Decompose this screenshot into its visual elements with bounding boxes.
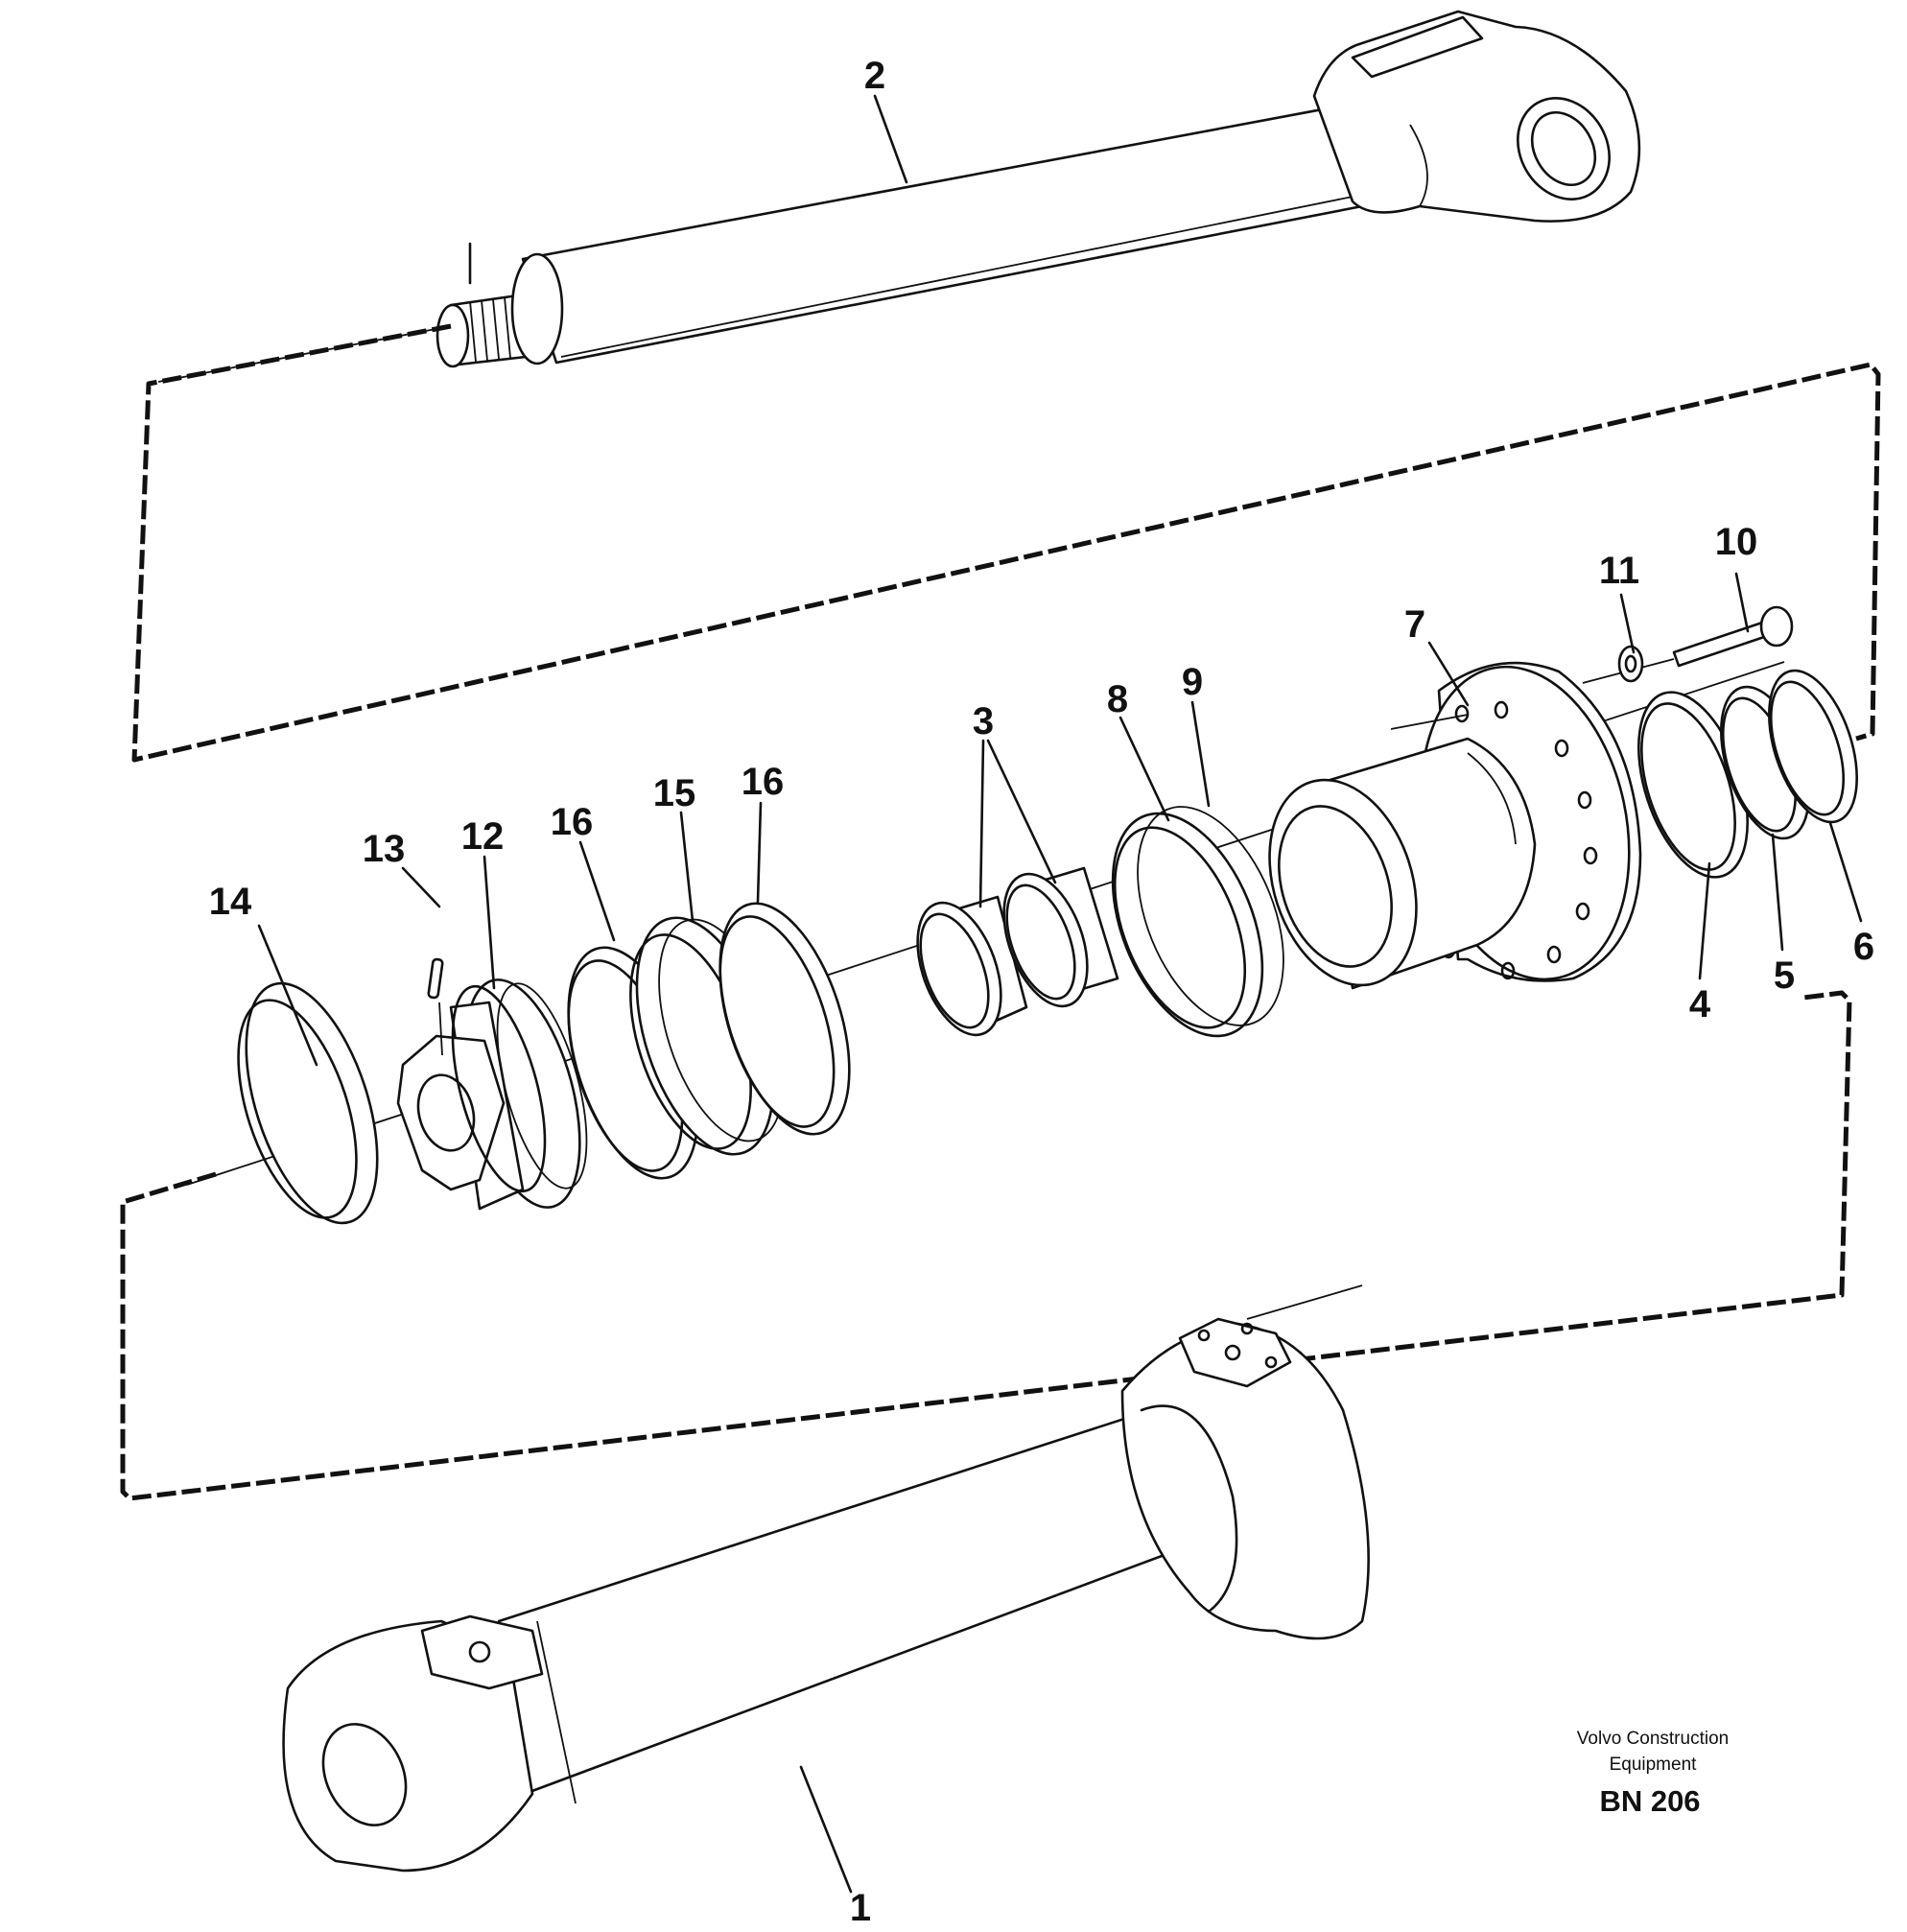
callout-8: 8	[1107, 678, 1128, 720]
cylinder-head-part-7	[1268, 661, 1642, 990]
screw-part-10	[1582, 605, 1794, 684]
callout-12: 12	[461, 815, 505, 858]
callout-16-right: 16	[742, 761, 785, 803]
callout-3: 3	[973, 700, 994, 742]
callout-2: 2	[864, 55, 885, 97]
callout-13: 13	[363, 828, 406, 870]
lower-dashed-connector	[120, 990, 1852, 1501]
footer-company-line: Volvo Construction	[1577, 1729, 1729, 1749]
piston-rod-part-2	[157, 10, 1641, 383]
callout-5: 5	[1774, 954, 1795, 997]
callout-10: 10	[1715, 521, 1758, 563]
callout-15: 15	[653, 772, 696, 814]
callout-leaders	[257, 94, 1863, 1894]
pin-part-13	[427, 957, 444, 1056]
callout-11: 11	[1599, 550, 1639, 592]
seal-ring-part-8	[1111, 812, 1264, 1038]
footer-company-line-2: Equipment	[1610, 1755, 1698, 1775]
upper-dashed-connector	[131, 323, 1881, 763]
piston-part-12	[396, 978, 588, 1211]
callout-4: 4	[1689, 983, 1711, 1025]
callout-6: 6	[1853, 926, 1874, 968]
guide-ring-part-14	[237, 981, 379, 1225]
bushings-part-3	[916, 866, 1119, 1037]
seal-ring-part-16-right	[718, 902, 851, 1136]
washer-part-11	[1617, 645, 1644, 683]
callout-16-left: 16	[551, 801, 594, 843]
callout-1: 1	[850, 1887, 871, 1929]
drawing-code: BN 206	[1599, 1784, 1700, 1818]
wiper-ring-part-6	[1767, 669, 1859, 824]
callout-9: 9	[1182, 661, 1203, 703]
callout-7: 7	[1404, 603, 1425, 646]
callout-labels: 1 2 3 4 5 6 7 8 9 10 11 12 13 14 15 16 1…	[209, 55, 1874, 1929]
drawing-footer: Volvo Construction Equipment BN 206	[1577, 1729, 1729, 1818]
cylinder-tube-part-1	[282, 1284, 1370, 1873]
seal-ring-part-9	[1137, 806, 1284, 1026]
callout-14: 14	[209, 881, 252, 923]
